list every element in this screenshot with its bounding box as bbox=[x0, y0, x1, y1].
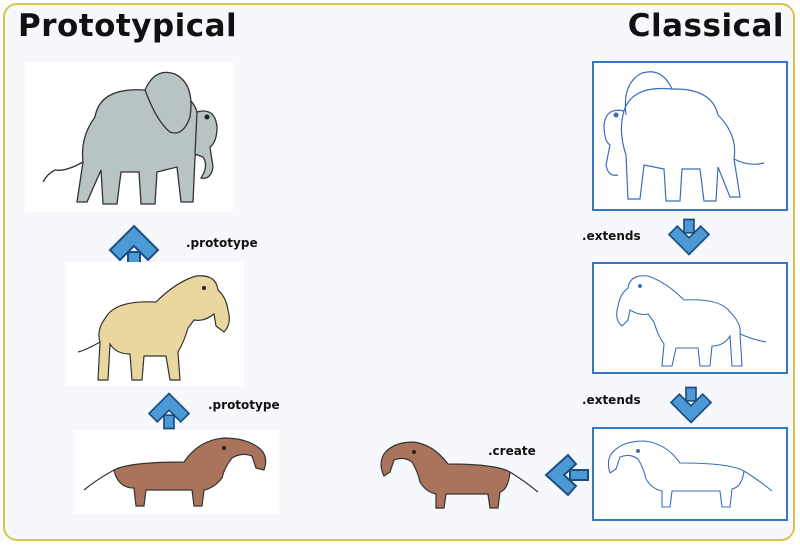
elephant-dog-panel bbox=[66, 262, 244, 386]
label-extends-2: .extends bbox=[582, 393, 641, 407]
elephant-dog-outline-panel bbox=[592, 262, 788, 374]
elephant-dachshund-outline-panel bbox=[592, 427, 788, 521]
label-create: .create bbox=[488, 444, 536, 458]
elephant-icon bbox=[603, 71, 765, 202]
elephant-dachshund-icon bbox=[607, 440, 773, 508]
elephant-icon bbox=[42, 71, 218, 205]
elephant-dachshund-icon bbox=[380, 441, 539, 509]
title-prototypical: Prototypical bbox=[18, 8, 238, 44]
elephant-outline-panel bbox=[592, 61, 788, 211]
arrow-left-icon bbox=[544, 453, 589, 497]
elephant-dog-icon bbox=[616, 275, 767, 367]
arrow-down-icon bbox=[669, 386, 713, 424]
elephant-panel bbox=[25, 62, 233, 212]
label-prototype-1: .prototype bbox=[186, 236, 258, 250]
elephant-dachshund-panel bbox=[74, 430, 279, 514]
arrow-up-icon bbox=[147, 392, 191, 430]
label-extends-1: .extends bbox=[582, 229, 641, 243]
created-dachshund-panel bbox=[378, 436, 550, 514]
title-classical: Classical bbox=[627, 8, 784, 44]
arrow-down-icon bbox=[667, 218, 711, 256]
label-prototype-2: .prototype bbox=[208, 398, 280, 412]
elephant-dachshund-icon bbox=[83, 437, 267, 507]
elephant-dog-icon bbox=[77, 275, 230, 381]
